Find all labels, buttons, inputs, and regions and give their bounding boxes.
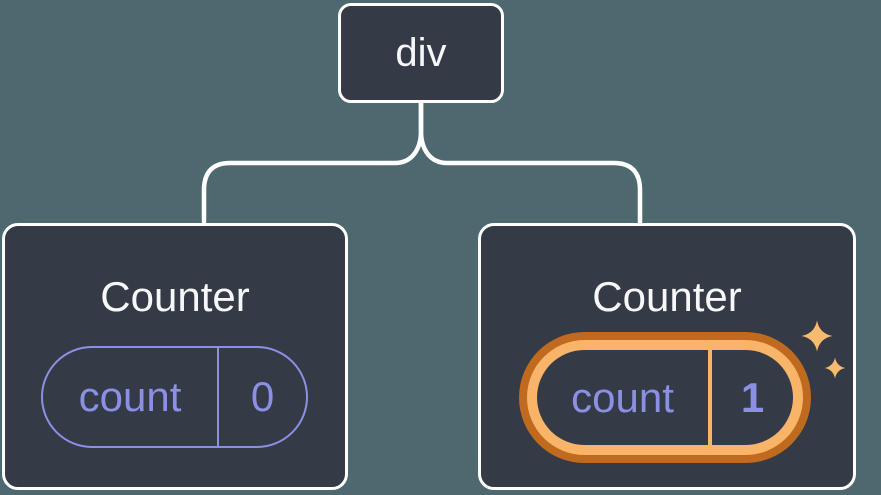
connector-right-branch [418,100,643,225]
sparkle-small [824,357,846,379]
connector-left-branch [201,100,424,225]
state-value-cell: 0 [217,348,306,446]
counter-card-left: Counter count 0 [2,223,348,490]
counter-right-title: Counter [592,273,742,320]
state-name-label: count [78,373,182,420]
state-name-cell: count [537,350,708,445]
counter-card-right: Counter count 1 [478,223,856,490]
state-pill-right-highlight-ring: count 1 [519,332,811,463]
state-pill-left: count 0 [41,346,308,448]
root-node-div: div [338,3,504,103]
sparkle-large [801,320,833,352]
state-name-label: count [571,373,674,421]
counter-left-title: Counter [100,273,250,320]
state-value-cell: 1 [708,350,793,445]
state-value-label: 1 [740,373,765,421]
state-pill-right-inner-ring: count 1 [527,340,803,455]
state-name-cell: count [43,348,217,446]
state-value-label: 0 [250,373,275,420]
sparkles-icon [801,320,846,379]
root-node-label: div [395,30,447,75]
state-pill-right: count 1 [537,350,793,445]
